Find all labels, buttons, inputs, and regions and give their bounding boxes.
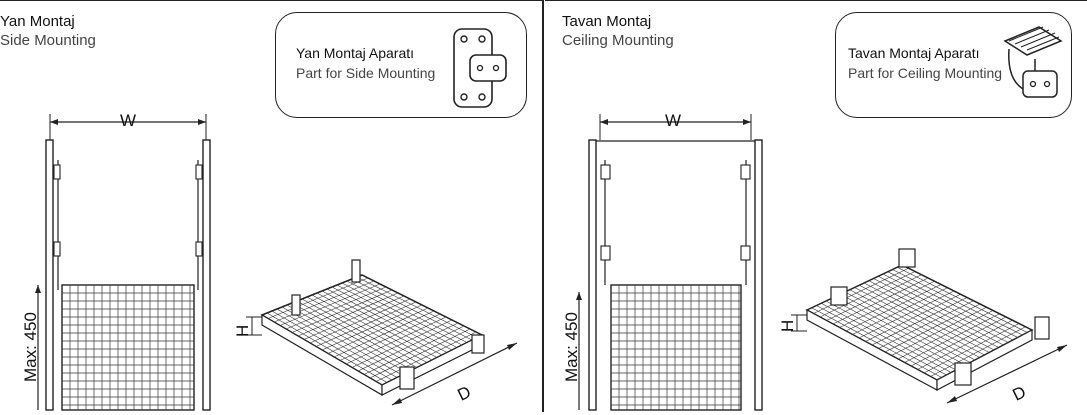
callout-en: Part for Side Mounting bbox=[296, 65, 436, 81]
ceiling-mounting-title: Tavan Montaj Ceiling Mounting bbox=[562, 12, 674, 50]
dim-d-label: D bbox=[1010, 382, 1029, 404]
callout-text: Yan Montaj Aparatı Part for Side Mountin… bbox=[296, 43, 435, 83]
side-iso-view: H D bbox=[233, 259, 518, 406]
title-tr: Tavan Montaj bbox=[562, 13, 652, 30]
side-mount-part-callout: Yan Montaj Aparatı Part for Side Mountin… bbox=[275, 12, 527, 118]
dim-w-label: W bbox=[665, 111, 681, 130]
side-front-view: W Max: 450 bbox=[21, 111, 211, 411]
dim-w-label: W bbox=[120, 111, 136, 130]
ceiling-mount-part-callout: Tavan Montaj Aparatı Part for Ceiling Mo… bbox=[835, 12, 1072, 118]
title-en: Side Mounting bbox=[0, 32, 96, 49]
callout-text: Tavan Montaj Aparatı Part for Ceiling Mo… bbox=[848, 43, 1002, 83]
top-rule bbox=[545, 0, 1087, 1]
ceiling-front-view: W Max: 450 bbox=[562, 111, 763, 411]
top-rule bbox=[0, 0, 542, 1]
panel-divider bbox=[542, 0, 544, 412]
side-mounting-panel: Yan Montaj Side Mounting Yan Montaj Apar… bbox=[0, 0, 542, 412]
ceiling-iso-view: H D bbox=[778, 248, 1068, 405]
callout-tr: Yan Montaj Aparatı bbox=[296, 45, 415, 61]
ceiling-mounting-panel: Tavan Montaj Ceiling Mounting Tavan Mont… bbox=[545, 0, 1087, 412]
dim-max-label: Max: 450 bbox=[21, 312, 40, 382]
side-mount-bracket-icon bbox=[453, 28, 507, 108]
title-tr: Yan Montaj bbox=[0, 13, 75, 30]
dim-max-label: Max: 450 bbox=[562, 312, 581, 382]
dim-h-label: H bbox=[778, 320, 797, 332]
ceiling-mount-bracket-icon bbox=[1003, 26, 1063, 98]
dim-h-label: H bbox=[233, 325, 252, 337]
side-mounting-title: Yan Montaj Side Mounting bbox=[0, 12, 96, 50]
callout-en: Part for Ceiling Mounting bbox=[848, 65, 1003, 81]
callout-tr: Tavan Montaj Aparatı bbox=[848, 45, 980, 61]
title-en: Ceiling Mounting bbox=[562, 32, 674, 49]
dim-d-label: D bbox=[455, 382, 474, 404]
